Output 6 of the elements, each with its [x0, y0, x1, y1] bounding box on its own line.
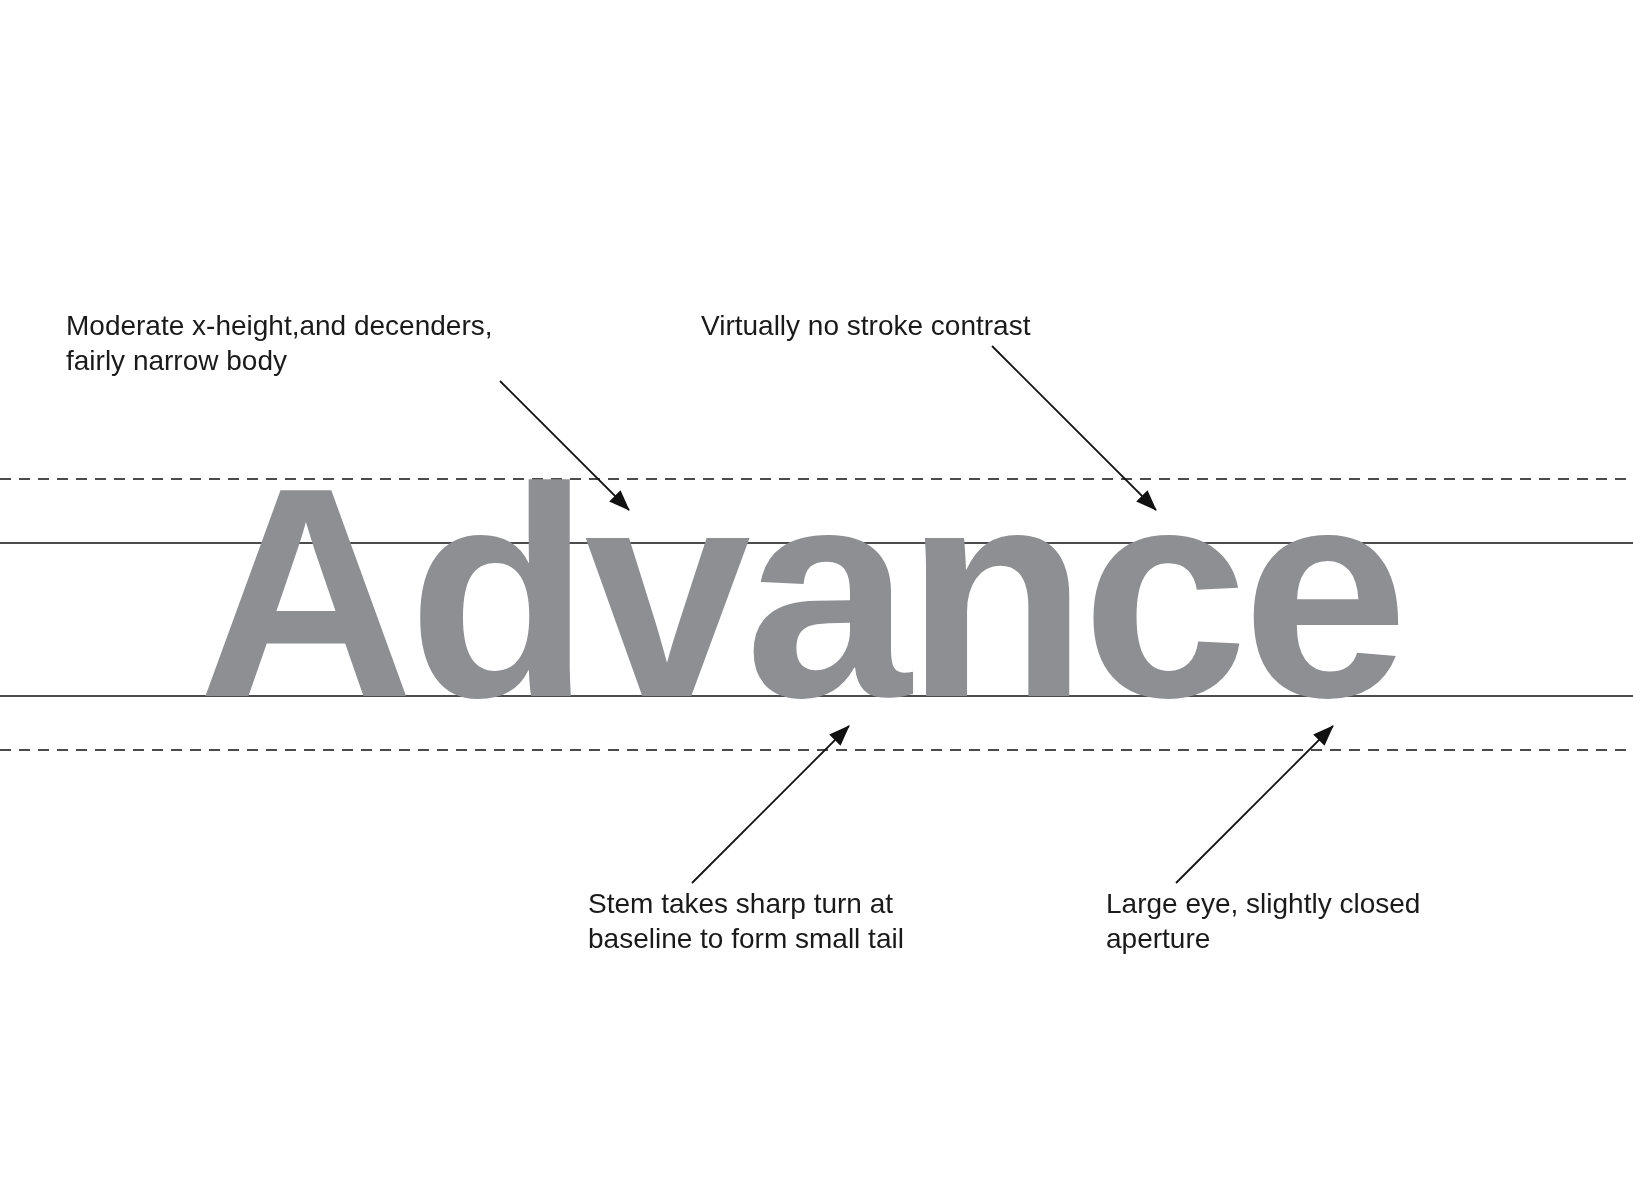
- leader-arrow: [691, 725, 850, 884]
- annotation-text: Stem takes sharp turn at baseline to form small tail: [588, 886, 905, 956]
- leader-arrow: [1175, 725, 1334, 884]
- annotation-text: Large eye, slightly closed aperture: [1106, 886, 1422, 956]
- annotation-text: Moderate x-height,and decenders, fairly narrow body: [66, 308, 494, 378]
- annotation-text: Virtually no stroke contrast: [701, 308, 1031, 343]
